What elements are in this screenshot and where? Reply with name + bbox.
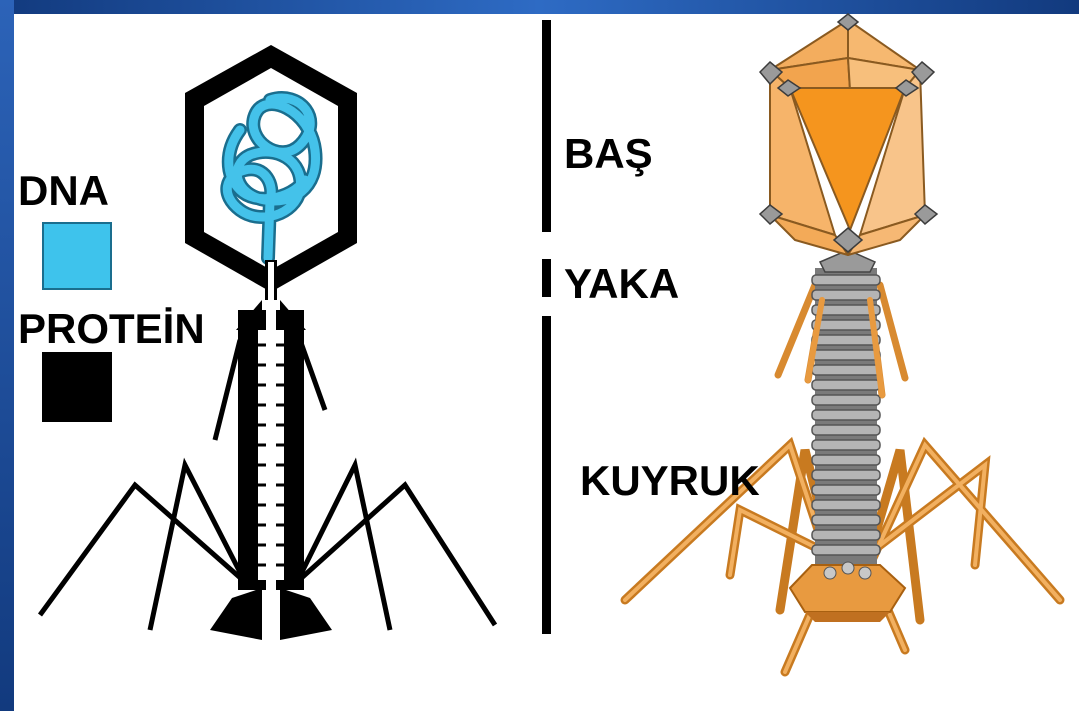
protein-color-swatch bbox=[42, 352, 112, 422]
dna-legend-label: DNA bbox=[18, 170, 109, 212]
tail-bracket bbox=[542, 316, 551, 634]
schematic-baseplate bbox=[210, 588, 262, 640]
rendered-phage bbox=[625, 14, 1060, 672]
protein-legend-label: PROTEİN bbox=[18, 308, 205, 350]
tail-label: KUYRUK bbox=[580, 460, 760, 502]
part-brackets bbox=[542, 20, 551, 634]
collar-bracket bbox=[542, 259, 551, 297]
collar-label: YAKA bbox=[564, 263, 679, 305]
head-bracket bbox=[542, 20, 551, 232]
schematic-tail-core bbox=[266, 300, 276, 645]
dna-color-swatch bbox=[42, 222, 112, 290]
rendered-capsid bbox=[770, 20, 925, 255]
head-label: BAŞ bbox=[564, 133, 653, 175]
rendered-baseplate bbox=[790, 562, 905, 622]
